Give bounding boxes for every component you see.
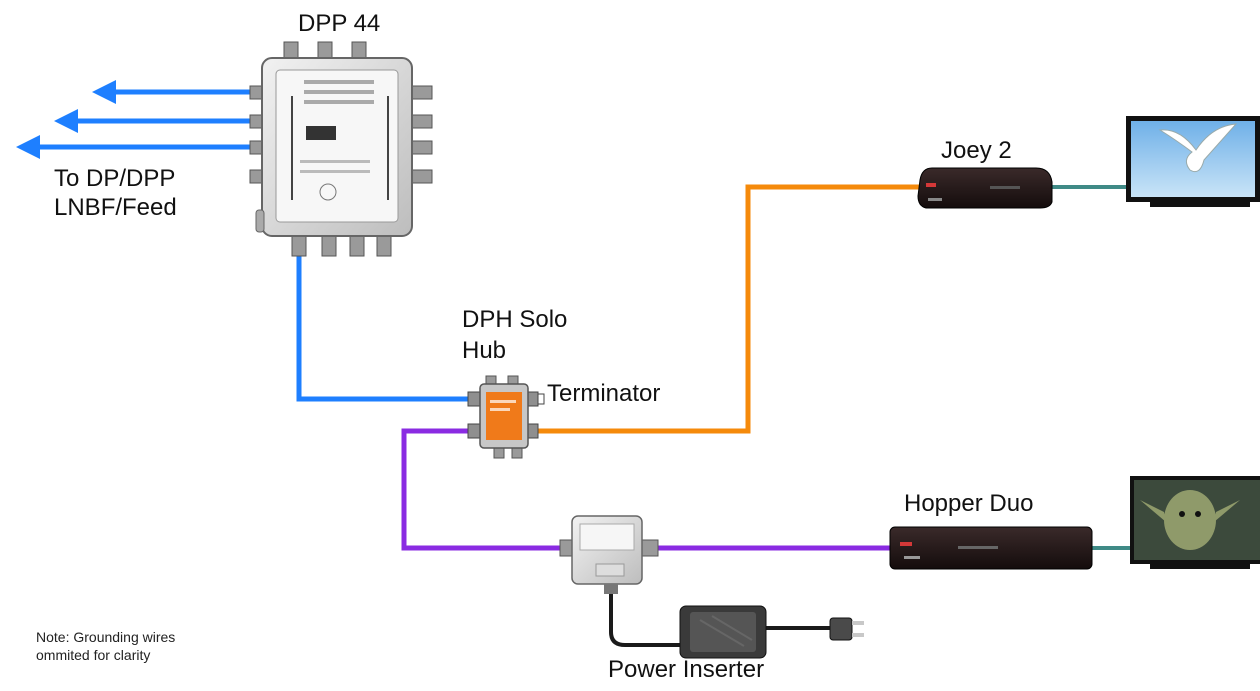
- receiver-icon: [889, 526, 1093, 570]
- feed-label-line2: LNBF/Feed: [54, 194, 177, 221]
- power-inserter-label: Power Inserter: [608, 656, 765, 683]
- tv-yoda-icon: [1130, 476, 1260, 569]
- hopper-label: Hopper Duo: [904, 490, 1034, 517]
- joey-label: Joey 2: [941, 137, 1012, 164]
- feed-label: To DP/DPP LNBF/Feed: [54, 164, 177, 222]
- receiver-icon: [917, 167, 1053, 209]
- cable-switch-to-hub: [296, 255, 472, 402]
- power-adapter-icon: [679, 605, 767, 659]
- hub-label-line1: DPH Solo: [462, 306, 568, 333]
- feed-label-line1: To DP/DPP: [54, 165, 176, 192]
- note-line1: Note: Grounding wires: [36, 629, 176, 645]
- hub-label: DPH Solo Hub: [462, 304, 567, 366]
- switch-label: DPP 44: [298, 10, 381, 37]
- cable-hub-to-power-inserter: [401, 428, 566, 551]
- feed-arrows: [16, 80, 262, 159]
- cables: [16, 80, 1130, 647]
- tv-seagull-icon: [1126, 116, 1260, 207]
- multiswitch-icon: [249, 41, 433, 257]
- power-inserter-icon: [559, 515, 659, 594]
- hub-label-line2: Hub: [462, 337, 507, 364]
- note-line2: ommited for clarity: [36, 647, 151, 663]
- grounding-note: Note: Grounding wires ommited for clarit…: [36, 628, 175, 664]
- power-plug-icon: [829, 617, 864, 641]
- cable-power: [609, 590, 680, 647]
- terminator-label: Terminator: [547, 380, 661, 407]
- cable-hub-to-joey: [530, 184, 922, 434]
- splitter-hub-icon: [467, 375, 545, 459]
